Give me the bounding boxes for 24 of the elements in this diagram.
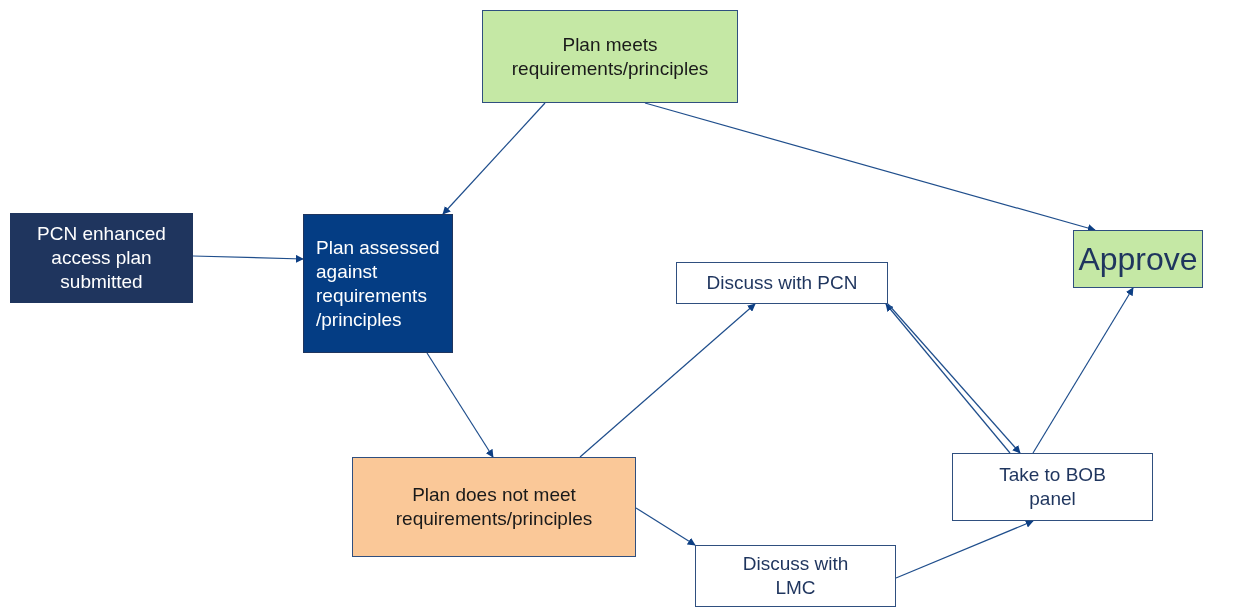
process-box	[676, 262, 888, 304]
box-label: Plan assessed against requirements /principles	[316, 235, 441, 332]
process-box	[352, 457, 636, 557]
arrow	[635, 507, 696, 546]
box-label: PCN enhanced access plan submitted	[36, 222, 167, 294]
arrow	[192, 254, 304, 263]
box-label: Take to BOB panel	[998, 463, 1107, 511]
box-label: Plan meets requirements/principles	[510, 32, 710, 81]
arrow	[442, 102, 546, 215]
arrow	[426, 352, 494, 458]
process-box	[10, 213, 193, 303]
arrow	[644, 102, 1096, 232]
process-box	[482, 10, 738, 103]
box-label: Plan does not meet requirements/principles	[394, 483, 594, 531]
arrow	[579, 303, 756, 458]
box-label: Approve	[1078, 241, 1198, 277]
process-box	[695, 545, 896, 607]
process-box	[303, 214, 453, 353]
arrow	[1032, 287, 1134, 454]
box-label: Discuss with PCN	[706, 271, 858, 295]
arrow	[895, 520, 1034, 579]
process-box	[1073, 230, 1203, 288]
process-box	[952, 453, 1153, 521]
box-label: Discuss with LMC	[741, 552, 850, 600]
